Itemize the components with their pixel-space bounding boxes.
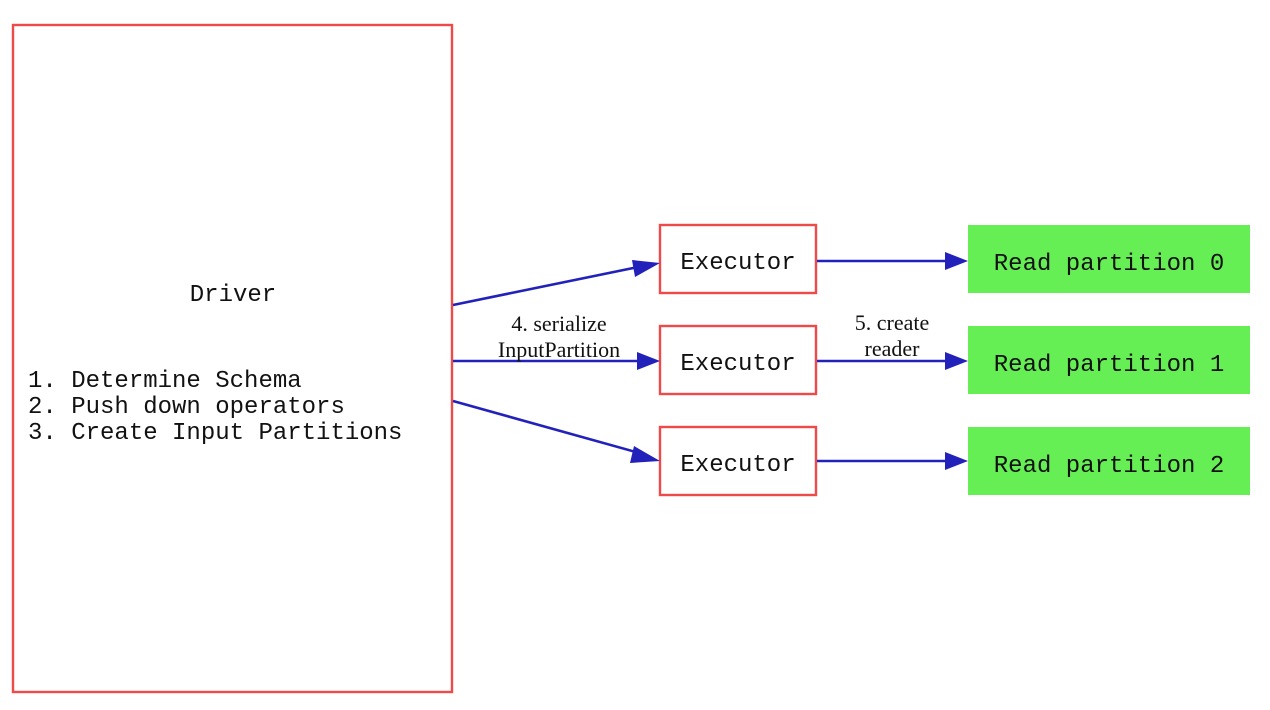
partition-label-0: Read partition 0 xyxy=(994,251,1224,278)
partition-box-2 xyxy=(968,427,1250,495)
arrow-driver-to-executor-3 xyxy=(452,399,660,463)
arrow-driver-to-executor-2 xyxy=(453,352,660,370)
executor-label-3: Executor xyxy=(680,452,795,479)
edge-label-create-reader-line2: reader xyxy=(865,336,921,361)
executor-box-3 xyxy=(658,425,818,497)
partition-box-0 xyxy=(968,225,1250,293)
partition-label-1: Read partition 1 xyxy=(994,352,1224,379)
arrow-executor-3-to-partition-2 xyxy=(817,452,968,470)
executor-box-1 xyxy=(658,223,818,295)
driver-step-2: 2. Push down operators xyxy=(28,394,345,421)
arrow-executor-1-to-partition-0 xyxy=(817,252,968,270)
partition-label-2: Read partition 2 xyxy=(994,453,1224,480)
partition-box-1 xyxy=(968,326,1250,394)
executor-label-2: Executor xyxy=(680,351,795,378)
driver-title: Driver xyxy=(190,282,276,309)
arrow-driver-to-executor-1 xyxy=(452,260,660,307)
driver-step-3: 3. Create Input Partitions xyxy=(28,420,402,447)
driver-box xyxy=(11,23,454,694)
edge-label-serialize-line2: InputPartition xyxy=(498,337,620,362)
executor-label-1: Executor xyxy=(680,250,795,277)
executor-box-2 xyxy=(658,324,818,396)
driver-step-1: 1. Determine Schema xyxy=(28,368,302,395)
edge-label-serialize-line1: 4. serialize xyxy=(511,311,606,336)
edge-label-create-reader-line1: 5. create xyxy=(855,310,930,335)
arrow-executor-2-to-partition-1 xyxy=(817,352,968,370)
